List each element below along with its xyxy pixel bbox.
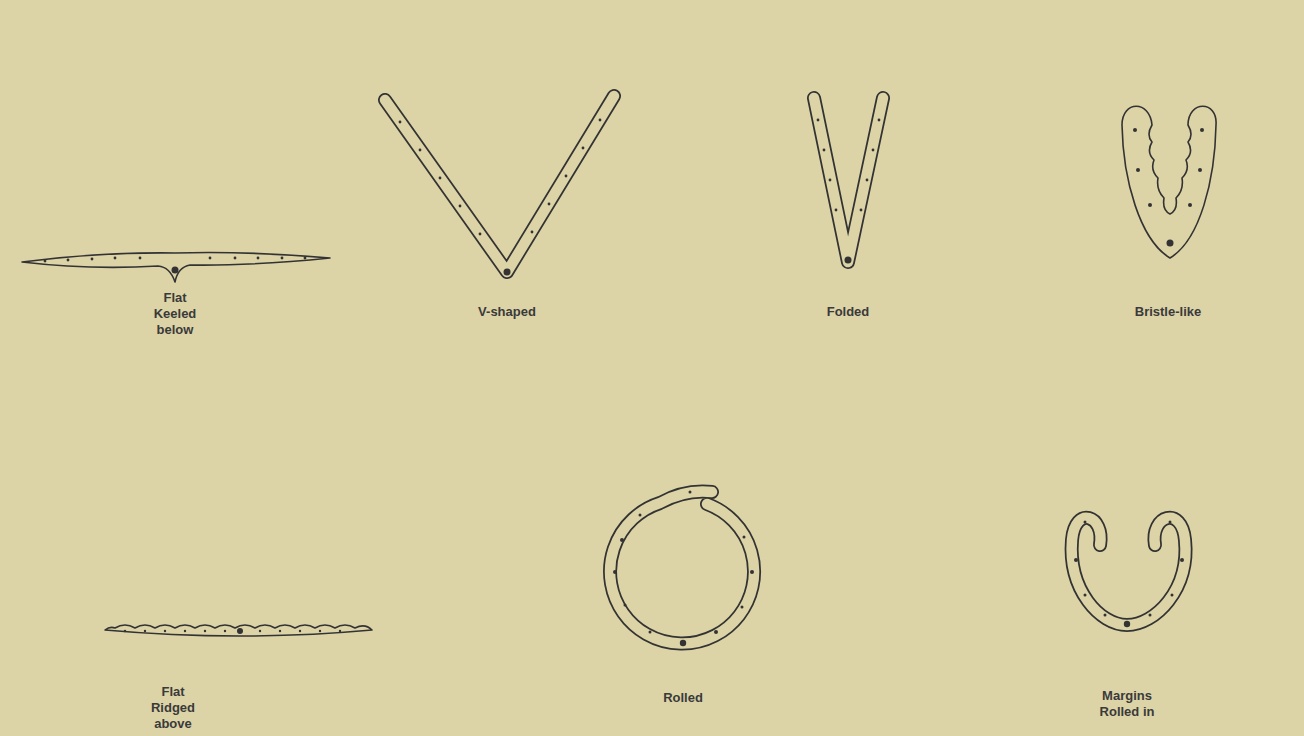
v-shaped-leaf — [385, 96, 614, 272]
bristle-leaf — [1122, 106, 1216, 258]
shape-caption: Flat Ridged above — [145, 684, 201, 732]
shape-caption: Flat Keeled below — [147, 290, 203, 338]
folded-leaf — [814, 98, 883, 262]
flat-ridged-leaf — [105, 625, 372, 636]
shape-caption: Folded — [793, 304, 903, 320]
flat-keeled-leaf — [22, 253, 330, 282]
margins-rolled-leaf — [1072, 518, 1186, 625]
shape-caption: V-shaped — [452, 304, 562, 320]
shape-caption: Bristle-like — [1113, 304, 1223, 320]
vein-dots — [44, 119, 1204, 647]
shape-caption: Margins Rolled in — [1092, 688, 1162, 720]
shape-caption: Rolled — [628, 690, 738, 706]
rolled-leaf — [610, 491, 754, 643]
